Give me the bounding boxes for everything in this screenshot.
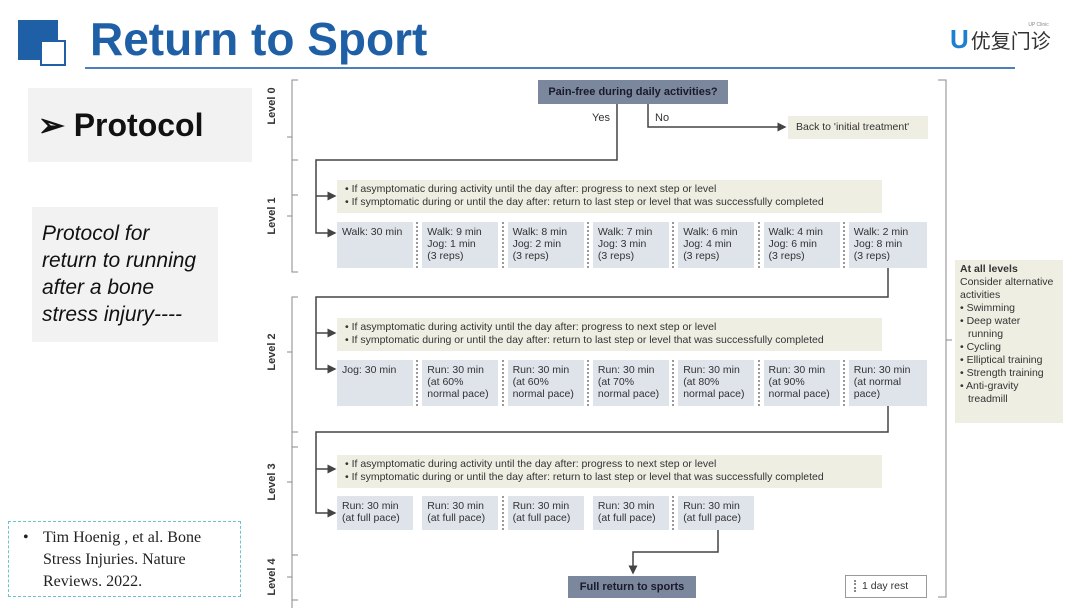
- step-box: Walk: 30 min: [337, 222, 413, 268]
- step-box: Run: 30 min (at full pace): [422, 496, 499, 530]
- alternative-activity: Deep water running: [960, 315, 1058, 341]
- rest-day-separator: [416, 222, 419, 268]
- level-2-rules: • If asymptomatic during activity until …: [337, 318, 882, 351]
- protocol-heading: ➢ Protocol: [28, 88, 252, 162]
- step-box: Run: 30 min (at 80% normal pace): [678, 360, 755, 406]
- alternative-activity: Cycling: [960, 341, 1058, 354]
- rest-day-separator: [672, 496, 675, 530]
- question-box: Pain-free during daily activities?: [538, 80, 728, 104]
- step-box: Walk: 9 min Jog: 1 min (3 reps): [422, 222, 499, 268]
- alternative-activity: Anti-gravity treadmill: [960, 380, 1058, 406]
- level-3-rules: • If asymptomatic during activity until …: [337, 455, 882, 488]
- alternative-activity: Elliptical training: [960, 354, 1058, 367]
- rest-day-separator: [757, 222, 760, 268]
- rest-day-separator: [842, 222, 845, 268]
- dotted-rest-marker: [854, 580, 862, 592]
- step-box: Run: 30 min (at full pace): [592, 496, 669, 530]
- step-box: Run: 30 min (at full pace): [337, 496, 413, 530]
- page-title: Return to Sport: [90, 13, 428, 65]
- step-box: Run: 30 min (at 60% normal pace): [507, 360, 584, 406]
- level-1-label: Level 1: [266, 197, 278, 235]
- rest-day-separator: [501, 496, 504, 530]
- step-box: Jog: 30 min: [337, 360, 413, 406]
- rest-day-separator: [672, 222, 675, 268]
- protocol-description: Protocol for return to running after a b…: [32, 207, 218, 342]
- citation: Tim Hoenig , et al. Bone Stress Injuries…: [8, 521, 241, 597]
- rest-day-separator: [586, 222, 589, 268]
- step-box: Walk: 6 min Jog: 4 min (3 reps): [678, 222, 755, 268]
- back-to-treatment: Back to 'initial treatment': [788, 116, 928, 139]
- step-box: Run: 30 min (at full pace): [507, 496, 584, 530]
- no-label: No: [655, 112, 670, 124]
- rest-day-separator: [842, 360, 845, 406]
- step-box: Walk: 7 min Jog: 3 min (3 reps): [592, 222, 669, 268]
- all-levels-box: At all levels Consider alternative activ…: [955, 260, 1063, 423]
- level-4-label: Level 4: [266, 558, 278, 596]
- alternative-activity: Swimming: [960, 302, 1058, 315]
- level-3-label: Level 3: [266, 463, 278, 501]
- rest-day-separator: [416, 360, 419, 406]
- rest-day-separator: [672, 360, 675, 406]
- full-return-box: Full return to sports: [568, 576, 696, 598]
- rest-day-separator: [586, 360, 589, 406]
- title-underline: [85, 67, 1015, 69]
- rest-day-separator: [501, 222, 504, 268]
- step-box: Run: 30 min (at 60% normal pace): [422, 360, 499, 406]
- step-box: Run: 30 min (at 70% normal pace): [592, 360, 669, 406]
- step-box: Walk: 2 min Jog: 8 min (3 reps): [848, 222, 927, 268]
- alternative-activity: Strength training: [960, 367, 1058, 380]
- level-0-label: Level 0: [266, 87, 278, 125]
- yes-label: Yes: [592, 112, 610, 124]
- step-box: Walk: 4 min Jog: 6 min (3 reps): [763, 222, 840, 268]
- step-box: Walk: 8 min Jog: 2 min (3 reps): [507, 222, 584, 268]
- rest-day-separator: [757, 360, 760, 406]
- step-box: Run: 30 min (at normal pace): [848, 360, 927, 406]
- level-2-label: Level 2: [266, 333, 278, 371]
- logo-square-outline: [40, 40, 66, 66]
- step-box: Run: 30 min (at 90% normal pace): [763, 360, 840, 406]
- rest-day-separator: [501, 360, 504, 406]
- step-box: Run: 30 min (at full pace): [678, 496, 755, 530]
- level-1-rules: • If asymptomatic during activity until …: [337, 180, 882, 213]
- legend-rest: 1 day rest: [845, 575, 927, 598]
